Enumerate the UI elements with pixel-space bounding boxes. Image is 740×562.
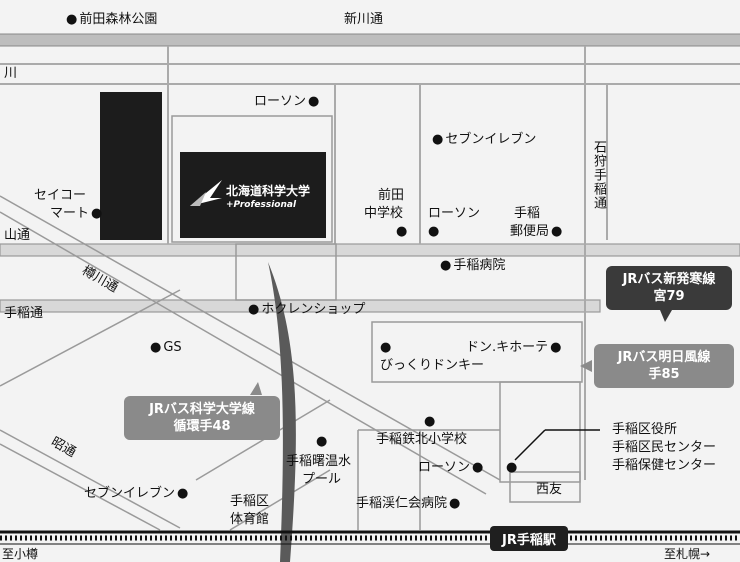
place-gym-2: 体育館: [230, 512, 270, 527]
bus-shinhassamu-num: 宮79: [653, 289, 685, 304]
place-post-2: 郵便局: [510, 224, 562, 240]
place-lawson-2: ローソン: [428, 206, 481, 221]
place-seico-1: セイコー: [34, 188, 87, 203]
place-lawson-2-dot: ●: [428, 224, 440, 239]
place-nishitomo: 西友: [536, 482, 563, 497]
place-maeda-dot: ●: [396, 224, 408, 239]
place-pool-dot: ●: [316, 434, 328, 449]
place-keijin: 手稲渓仁会病院: [356, 496, 460, 512]
place-gs: GS: [150, 340, 181, 356]
road-label-kawa: 川: [4, 66, 18, 81]
place-tekkita-dot: ●: [424, 414, 436, 429]
place-maeda-1: 前田: [378, 188, 405, 203]
place-post-1: 手稲: [514, 206, 541, 221]
block-univ-area: [171, 115, 333, 243]
place-ward-1: 手稲区役所: [612, 422, 678, 437]
place-bikkuri: びっくりドンキー: [380, 358, 485, 373]
road-diag-tarukawa-b: [0, 211, 487, 495]
bus-kagakudai-num: 循環手48: [173, 419, 231, 434]
university-sub: +Professional: [226, 200, 297, 210]
place-lawson-1: ローソン: [254, 94, 319, 110]
road-diag-left: [0, 289, 181, 387]
road-label-shinkawa: 新川通: [344, 12, 384, 27]
place-hokuren: ホクレンショップ: [248, 302, 365, 318]
place-hospital: 手稲病院: [440, 258, 505, 274]
seico-building: [100, 92, 162, 240]
bus-ashitakaze: JRバス明日風線 手85: [594, 344, 734, 388]
road-label-yama: 山通: [4, 228, 31, 243]
place-seven-1: セブンイレブン: [432, 132, 536, 148]
place-donki: ドン.キホーテ: [466, 340, 561, 356]
university-name: 北海道科学大学: [226, 184, 311, 198]
direction-sapporo: 至札幌→: [664, 547, 711, 561]
road-diag-tarukawa-a: [0, 195, 501, 481]
place-ward-3: 手稲保健センター: [612, 458, 717, 473]
university-logo: 北海道科学大学 +Professional: [180, 152, 326, 238]
place-seico-2: マート: [50, 206, 102, 222]
block-donki: [371, 321, 583, 383]
place-tekkita: 手稲鉄北小学校: [376, 432, 468, 447]
shinkawa-road: [0, 34, 740, 46]
place-pool-1: 手稲曙温水: [286, 454, 352, 469]
road-label-ishikari: 石狩手稲通: [591, 140, 606, 210]
bus-shinhassamu-line: JRバス新発寒線: [622, 272, 716, 287]
jr-teine-station: JR手稲駅: [490, 526, 568, 551]
university-mark-icon: [190, 180, 222, 206]
place-ward-2: 手稲区民センター: [612, 440, 717, 455]
road-diag-sho-a: [0, 429, 181, 529]
bus-kagakudai: JRバス科学大学線 循環手48: [124, 396, 280, 440]
place-lawson-3: ローソン: [418, 460, 483, 476]
place-pool-2: プール: [302, 472, 342, 487]
bus-ashitakaze-line: JRバス明日風線: [617, 350, 711, 365]
road-diag-lower2: [229, 469, 331, 531]
road-diag-sho-b: [0, 443, 161, 531]
place-gym-1: 手稲区: [230, 494, 270, 509]
place-ward-dot: ●: [506, 460, 518, 475]
block-center: [235, 243, 337, 301]
bus-kagakudai-line: JRバス科学大学線: [149, 402, 255, 417]
road-label-teine: 手稲通: [4, 306, 44, 321]
bus-ashitakaze-num: 手85: [648, 367, 680, 382]
road-diag-lower: [195, 399, 331, 481]
block-right: [499, 381, 581, 483]
place-seven-2: セブンイレブン: [84, 486, 188, 502]
place-bikkuri-dot: ●: [380, 340, 392, 355]
block-seiyu: [509, 471, 581, 503]
road-yama: [0, 243, 740, 257]
river: [268, 262, 296, 562]
direction-otaru: 至小樽: [2, 547, 39, 561]
bus-shinhassamu: JRバス新発寒線 宮79: [606, 266, 732, 310]
place-maeda-park: 前田森林公園: [66, 12, 157, 28]
place-maeda-2: 中学校: [364, 206, 404, 221]
